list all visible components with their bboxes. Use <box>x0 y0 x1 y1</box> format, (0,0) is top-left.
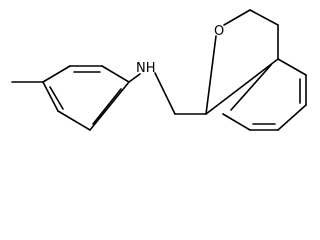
bond-ring-a-6 <box>89 81 130 131</box>
bond-oxygen-to-c3 <box>223 9 251 26</box>
bond-ring-a-double-2 <box>49 86 64 110</box>
bond-c3-to-c4 <box>249 9 279 26</box>
bond-c4a-to-c8a <box>205 58 279 115</box>
molecule-structure: NH O <box>11 9 307 131</box>
bond-ring-b-5 <box>222 113 251 131</box>
fused-benzene-ring <box>222 58 307 131</box>
bond-ring-a-1 <box>101 65 130 83</box>
bond-ring-b-double-3 <box>230 64 272 111</box>
bond-ring-a-double-3 <box>92 88 122 125</box>
nitrogen-label: NH <box>136 61 156 76</box>
linker <box>128 72 207 115</box>
isochroman-ring <box>205 9 279 115</box>
bond-nitrogen-to-ch2 <box>154 72 176 115</box>
oxygen-label: O <box>214 24 224 39</box>
toluidine-ring <box>11 65 130 131</box>
bond-ring-a-3 <box>42 65 71 83</box>
bond-ring-b-1 <box>277 58 307 76</box>
bond-c1-to-oxygen <box>205 35 217 115</box>
bond-ring-a-5 <box>57 110 91 131</box>
bond-ring-to-nitrogen <box>128 73 141 83</box>
bond-ring-b-3 <box>277 104 307 131</box>
bond-ring-a-4 <box>42 81 59 112</box>
